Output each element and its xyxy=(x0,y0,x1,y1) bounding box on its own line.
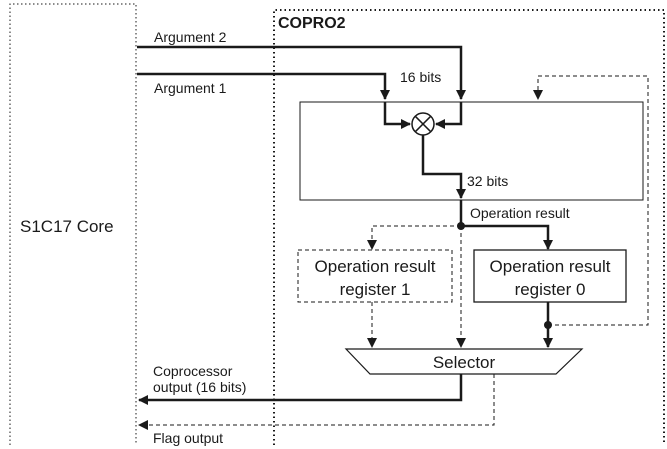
argument2-to-multiplier xyxy=(435,102,463,129)
flag-output-label: Flag output xyxy=(153,430,223,446)
selector-label: Selector xyxy=(433,353,496,372)
multiply-icon-cross xyxy=(414,115,432,133)
operation-result-register-0 xyxy=(473,249,627,303)
width-32bits-label: 32 bits xyxy=(467,173,508,189)
operation-result-label: Operation result xyxy=(470,205,570,221)
core-boundary xyxy=(9,3,137,445)
register1-line1: Operation result xyxy=(315,257,436,276)
coprocessor-output-line2: output (16 bits) xyxy=(153,379,246,395)
feedback-loop xyxy=(533,75,649,326)
result-to-register1 xyxy=(367,225,461,250)
width-16bits-label: 16 bits xyxy=(400,69,441,85)
register1-line2: register 1 xyxy=(340,280,411,299)
argument1-label: Argument 1 xyxy=(154,80,227,96)
argument1-line xyxy=(137,72,390,100)
coprocessor-output-line1: Coprocessor xyxy=(153,363,233,379)
multiplier-block xyxy=(299,101,644,201)
core-label: S1C17 Core xyxy=(20,217,114,236)
selector xyxy=(344,348,584,375)
argument1-to-multiplier xyxy=(383,102,411,129)
register0-line1: Operation result xyxy=(490,257,611,276)
copro2-boundary xyxy=(273,9,665,445)
copro2-label: COPRO2 xyxy=(278,15,346,32)
argument2-line xyxy=(137,45,466,100)
multiplier-output-line xyxy=(421,135,466,199)
argument2-label: Argument 2 xyxy=(154,29,227,45)
operation-result-register-1 xyxy=(297,249,453,303)
result-to-register0 xyxy=(461,224,553,250)
flag-output-line xyxy=(138,374,495,430)
register0-line2: register 0 xyxy=(515,280,586,299)
coprocessor-output-line xyxy=(138,374,463,405)
